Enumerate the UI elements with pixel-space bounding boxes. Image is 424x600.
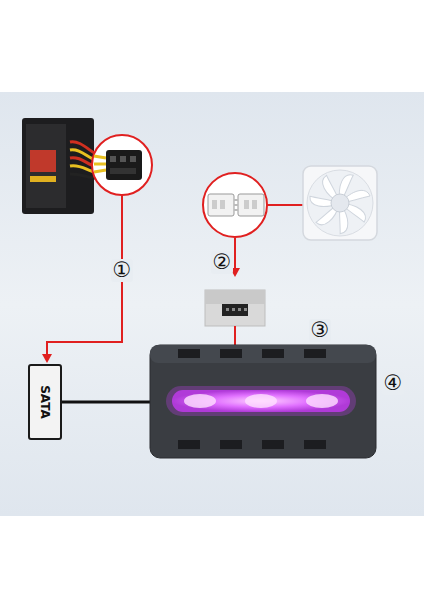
connector-arrow xyxy=(234,238,236,270)
fan xyxy=(303,166,377,240)
connector-label: SATA xyxy=(38,385,52,419)
callout-number: ② xyxy=(211,251,234,274)
sata-cable xyxy=(60,401,152,404)
header-inset xyxy=(205,290,265,326)
fan-hub xyxy=(150,345,376,458)
lead-arrow xyxy=(42,354,52,363)
callout-number: ③ xyxy=(309,319,332,342)
fan-lead xyxy=(267,204,305,206)
fan-connector-zoom xyxy=(203,173,267,237)
ground-panel xyxy=(0,92,424,516)
header-lead xyxy=(234,326,236,346)
sata-connector: SATA xyxy=(28,364,62,440)
molex-zoom xyxy=(92,135,152,195)
callout-number: ④ xyxy=(382,372,405,395)
callout-number: ① xyxy=(111,259,134,282)
power-supply xyxy=(22,118,96,214)
